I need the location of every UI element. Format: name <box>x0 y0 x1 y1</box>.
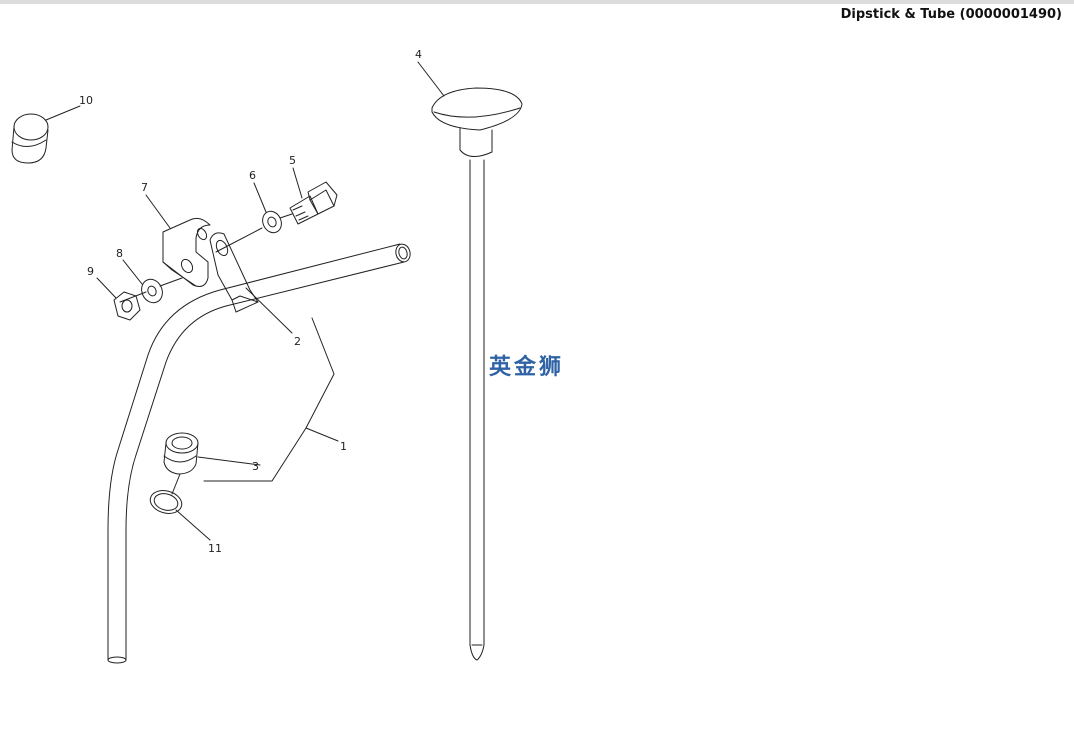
cap-plug-part[interactable] <box>11 113 49 164</box>
callout-10: 10 <box>79 94 93 107</box>
callout-2: 2 <box>294 335 301 348</box>
angle-bracket-part[interactable] <box>162 217 211 287</box>
callout-11: 11 <box>208 542 222 555</box>
callout-6: 6 <box>249 169 256 182</box>
callout-labels: 1 2 3 4 5 6 7 8 9 10 11 <box>79 48 422 555</box>
callout-7: 7 <box>141 181 148 194</box>
callout-9: 9 <box>87 265 94 278</box>
page-title: Dipstick & Tube (0000001490) <box>840 7 1062 22</box>
callout-3: 3 <box>252 460 259 473</box>
dipstick-part[interactable] <box>431 87 523 661</box>
leader-lines <box>45 61 445 541</box>
callout-5: 5 <box>289 154 296 167</box>
dipstick-tube-part[interactable] <box>107 242 412 664</box>
bolt-part[interactable] <box>289 181 338 225</box>
tube-bracket-part[interactable] <box>209 232 259 313</box>
grommet-part[interactable] <box>163 432 199 475</box>
watermark-text: 英金狮 <box>489 355 565 380</box>
washer-8-part[interactable] <box>138 276 166 306</box>
washer-6-part[interactable] <box>259 208 285 236</box>
nut-part[interactable] <box>113 291 141 321</box>
callout-8: 8 <box>116 247 123 260</box>
o-ring-part[interactable] <box>148 487 185 517</box>
callout-4: 4 <box>415 48 422 61</box>
callout-1: 1 <box>340 440 347 453</box>
assembly-lines <box>119 213 293 495</box>
header-rule <box>0 0 1074 4</box>
